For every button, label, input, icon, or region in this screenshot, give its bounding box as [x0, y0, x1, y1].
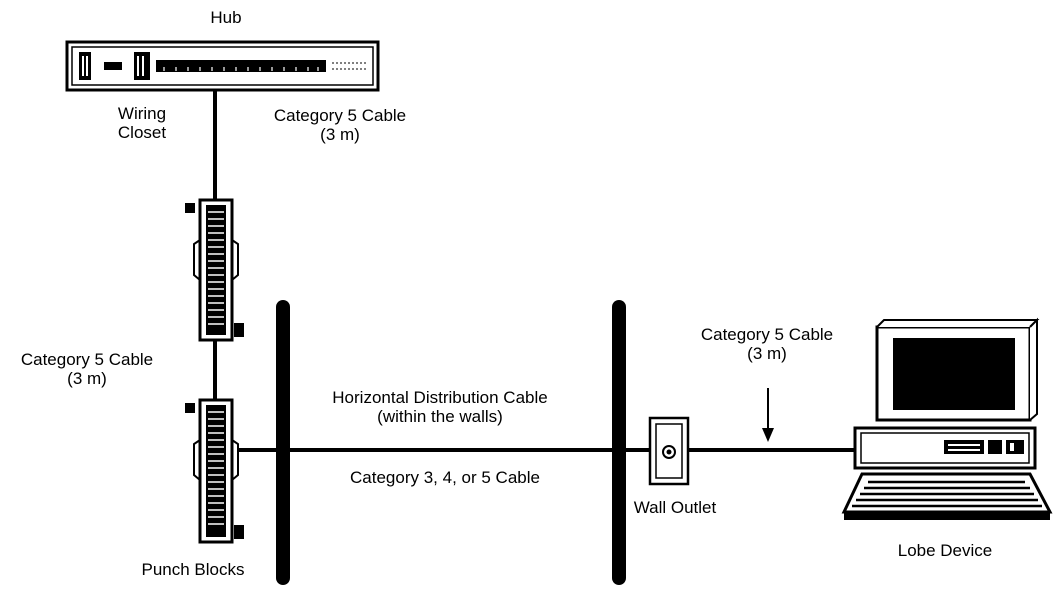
cable-left-label: Category 5 Cable (3 m): [2, 350, 172, 388]
wiring-closet-line1: Wiring: [117, 104, 167, 123]
lobe-device-label: Lobe Device: [897, 541, 993, 560]
computer-icon: [853, 317, 1040, 470]
cable-right-line1: Category 5 Cable: [700, 325, 834, 344]
hub-label: Hub: [210, 8, 242, 27]
cable-right-label: Category 5 Cable (3 m): [672, 325, 862, 363]
wiring-closet-line2: Closet: [117, 123, 167, 142]
punch-block-icon: [185, 398, 244, 544]
horizontal-cable-line2: (within the walls): [377, 407, 503, 426]
cable-top-label: Category 5 Cable (3 m): [250, 106, 430, 144]
wiring-closet-label: Wiring Closet: [92, 104, 192, 142]
horizontal-cable-line1: Horizontal Distribution Cable: [332, 388, 548, 407]
wall-right: [612, 300, 626, 585]
cable-left-line1: Category 5 Cable: [20, 350, 154, 369]
wall-outlet-label: Wall Outlet: [633, 498, 717, 517]
keyboard-icon: [841, 472, 1053, 520]
punch-block-icon: [185, 198, 244, 342]
punch-blocks-label: Punch Blocks: [141, 560, 245, 579]
cable-left-line2: (3 m): [67, 369, 107, 388]
horizontal-cable-label: Horizontal Distribution Cable (within th…: [300, 388, 580, 426]
wall-outlet-icon: [648, 416, 690, 486]
cable-top-line2: (3 m): [320, 125, 360, 144]
cable-pointer-arrow: [762, 388, 774, 442]
cable-right-line2: (3 m): [747, 344, 787, 363]
hub-icon: [65, 40, 380, 92]
wall-left: [276, 300, 290, 585]
cable-top-line1: Category 5 Cable: [273, 106, 407, 125]
cable-type-label: Category 3, 4, or 5 Cable: [350, 468, 540, 487]
